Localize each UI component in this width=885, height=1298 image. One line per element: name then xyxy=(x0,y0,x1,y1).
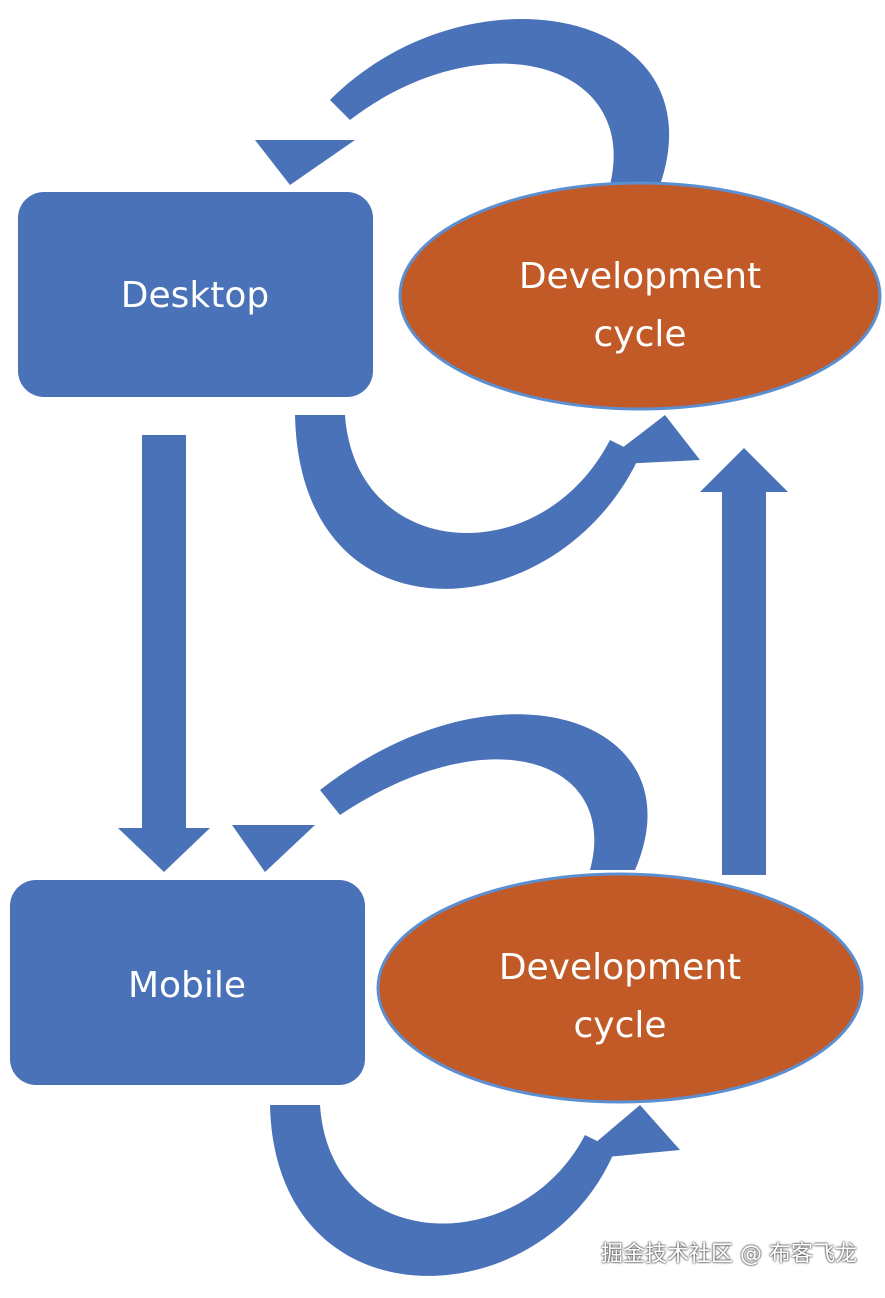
top-return-arrow xyxy=(255,19,670,185)
mobile-label: Mobile xyxy=(128,965,246,1006)
mobile-cycle-to-desktop-cycle-arrow xyxy=(700,448,788,875)
desktop-to-cycle-arrow xyxy=(295,415,700,589)
desktop-label: Desktop xyxy=(121,275,269,316)
desktop-cycle-line1: Development xyxy=(519,256,761,297)
desktop-node: Desktop xyxy=(18,192,373,397)
watermark-text: 掘金技术社区 @ 布客飞龙 xyxy=(601,1242,857,1267)
mobile-cycle-line2: cycle xyxy=(573,1005,666,1046)
desktop-cycle-line2: cycle xyxy=(593,314,686,355)
mobile-development-cycle: Development cycle xyxy=(376,872,864,1104)
mobile-cycle-line1: Development xyxy=(499,947,741,988)
mobile-node: Mobile xyxy=(10,880,365,1085)
mobile-to-cycle-arrow xyxy=(270,1105,680,1276)
desktop-development-cycle: Development cycle xyxy=(398,181,882,411)
desktop-to-mobile-arrow xyxy=(118,435,210,872)
mobile-return-arrow xyxy=(232,714,648,872)
